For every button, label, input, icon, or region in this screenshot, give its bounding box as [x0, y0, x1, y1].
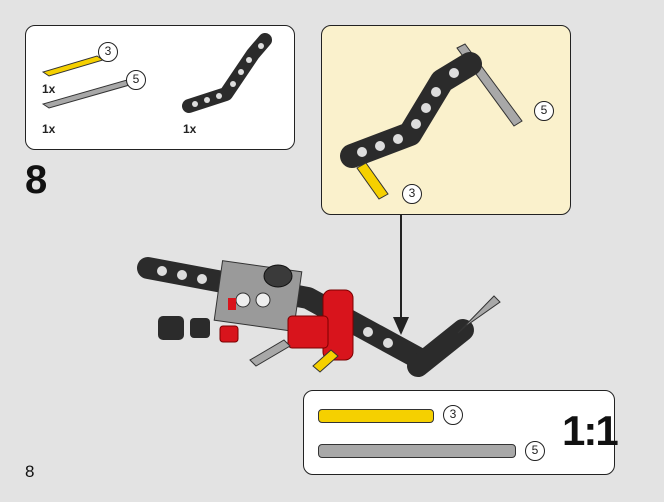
- page-number: 8: [25, 462, 35, 481]
- step-number: 8: [25, 158, 47, 202]
- quantity-bent-beam: 1x: [183, 122, 197, 136]
- yellow-axle-3-scale-icon: [318, 409, 434, 423]
- model-assembly-illustration: [137, 257, 501, 377]
- black-bent-beam-icon: [182, 33, 272, 113]
- callout-sub-axle-5: 5: [534, 101, 554, 121]
- callout-axle-3: 3: [98, 42, 118, 62]
- scale-guide-panel: 3 5 1:1: [303, 390, 619, 475]
- gray-axle-5-scale-icon: [318, 444, 516, 458]
- bent-beam-with-axles-icon: [340, 43, 523, 200]
- callout-axle-5: 5: [126, 70, 146, 90]
- placement-arrow-icon: [393, 214, 409, 335]
- yellow-axle-3-icon: [41, 55, 105, 77]
- gray-axle-5-icon: [41, 79, 135, 109]
- parts-list-panel: 3 1x 5 1x 1x: [25, 25, 295, 150]
- callout-scale-axle-3: 3: [443, 405, 463, 425]
- scale-ratio: 1:1: [562, 407, 619, 454]
- quantity-axle-3: 1x: [42, 82, 56, 96]
- quantity-axle-5: 1x: [42, 122, 56, 136]
- callout-sub-axle-3: 3: [402, 184, 422, 204]
- callout-scale-axle-5: 5: [525, 441, 545, 461]
- subassembly-panel: 5 3: [321, 25, 571, 215]
